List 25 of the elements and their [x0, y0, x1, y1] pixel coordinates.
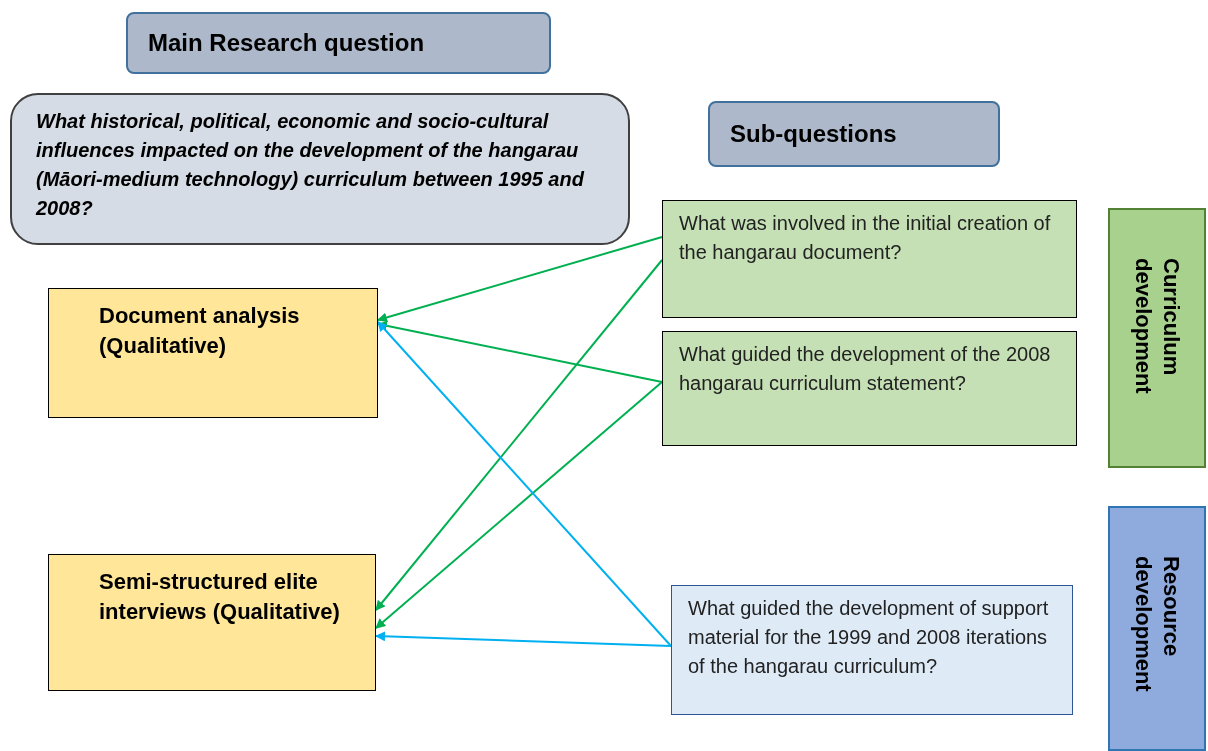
- method-box: [48, 554, 376, 691]
- arrow: [375, 631, 672, 647]
- arrow: [377, 236, 663, 323]
- heading-box: [708, 101, 1000, 167]
- method-text: Document analysis (Qualitative): [99, 302, 301, 360]
- arrow: [375, 259, 663, 611]
- heading-box: [126, 12, 551, 74]
- category-text: Curriculum development: [1130, 258, 1185, 396]
- sub-question-box: [671, 585, 1073, 715]
- method-box: [48, 288, 378, 418]
- category-text: Resource development: [1130, 556, 1185, 694]
- question-text: What historical, political, economic and socio-cultural influences impacted on the development of the hangarau (Māori-medium technology) curriculum between 1995 and 2008?: [36, 109, 586, 221]
- category-band: [1108, 506, 1206, 751]
- category-band: [1108, 208, 1206, 468]
- sub-question-box: [662, 200, 1077, 318]
- sub-question-text: What guided the development of the 2008 hangarau curriculum statement?: [679, 342, 1052, 396]
- sub-question-box: [662, 331, 1077, 446]
- sub-question-text: What guided the development of support material for the 1999 and 2008 iterations of the hangarau curriculum?: [688, 596, 1050, 679]
- arrow: [375, 381, 663, 629]
- method-text: Semi-structured elite interviews (Qualitative): [99, 568, 341, 626]
- question-box: [10, 93, 630, 245]
- sub-question-text: What was involved in the initial creation of the hangarau document?: [679, 211, 1052, 265]
- heading-text: Main Research question: [148, 28, 425, 58]
- heading-text: Sub-questions: [730, 119, 897, 149]
- arrow: [377, 321, 672, 647]
